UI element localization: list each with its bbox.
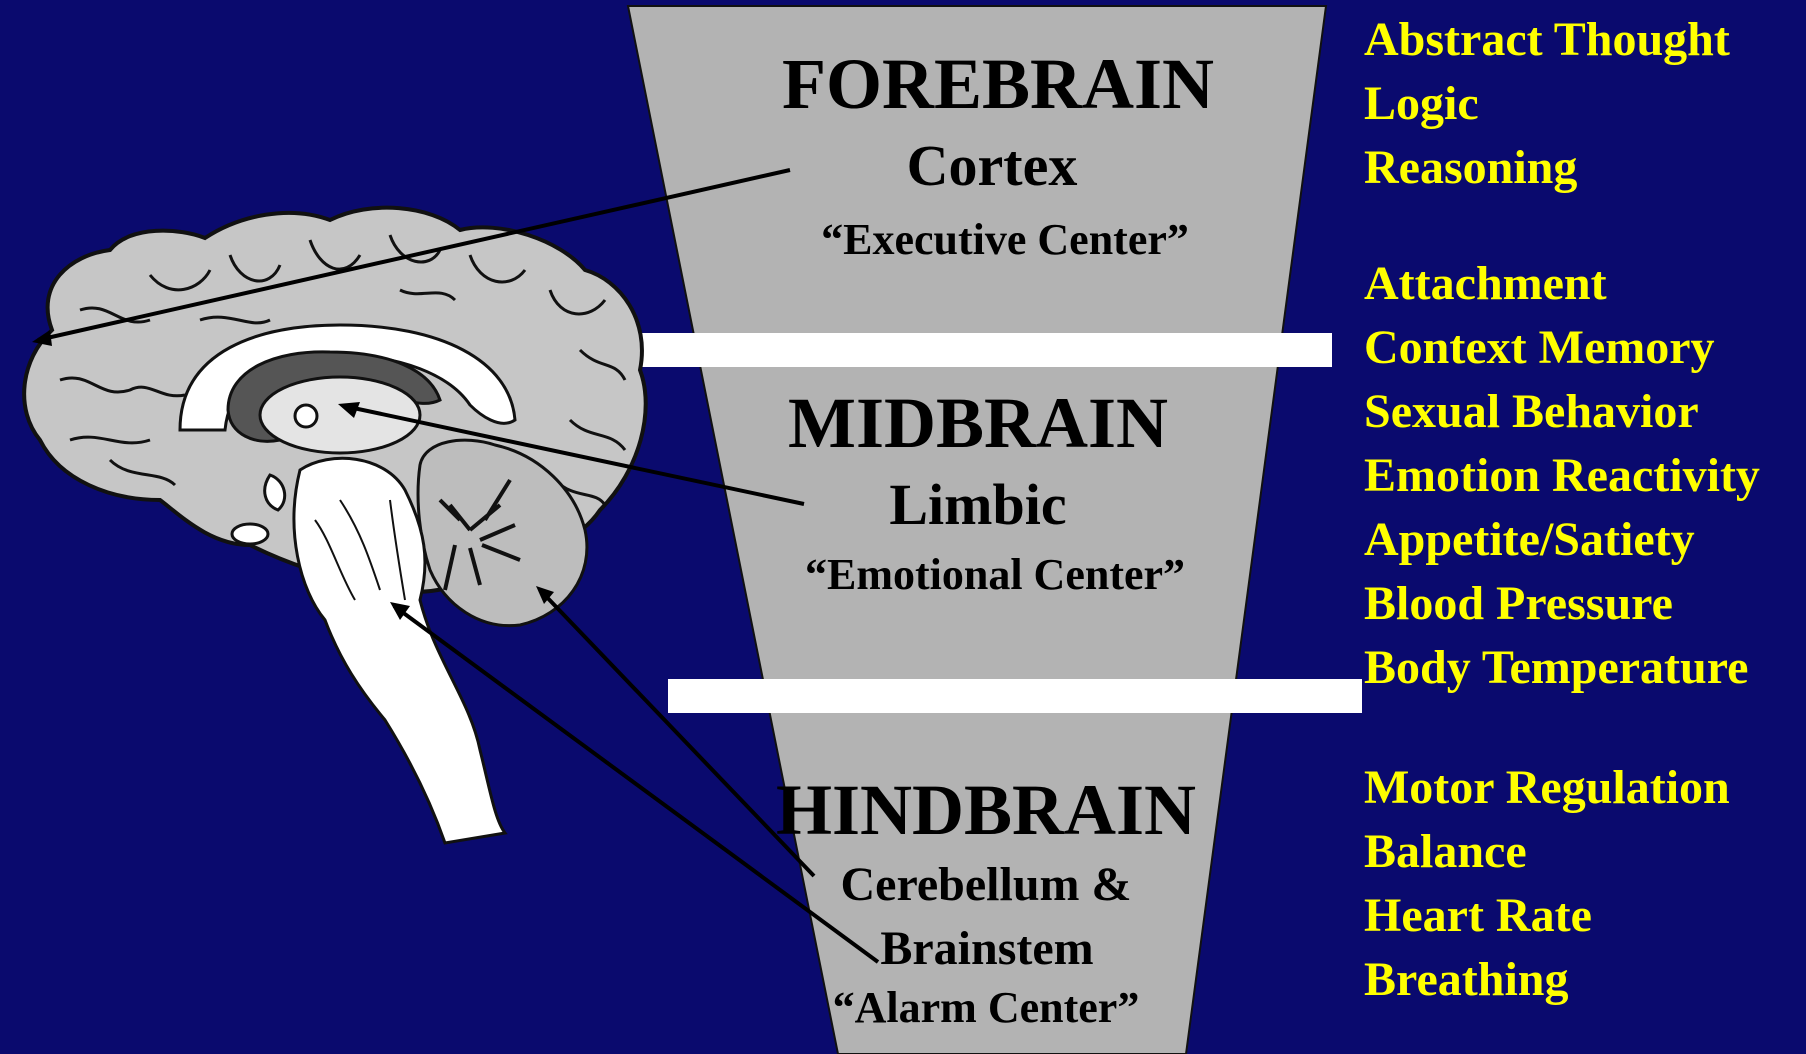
divider-midbrain-hindbrain	[668, 679, 1362, 713]
hindbrain-subtitle-line2: Brainstem	[880, 922, 1093, 975]
hindbrain-title: HINDBRAIN	[776, 770, 1196, 850]
forebrain-functions-list: Abstract Thought Logic Reasoning	[1364, 8, 1730, 200]
function-item: Sexual Behavior	[1364, 380, 1760, 444]
function-item: Appetite/Satiety	[1364, 508, 1760, 572]
function-item: Logic	[1364, 72, 1730, 136]
forebrain-title: FOREBRAIN	[782, 44, 1214, 124]
midbrain-title: MIDBRAIN	[788, 383, 1168, 463]
hindbrain-subtitle-line1: Cerebellum &	[840, 858, 1131, 911]
hindbrain-functions-list: Motor Regulation Balance Heart Rate Brea…	[1364, 756, 1730, 1012]
function-item: Balance	[1364, 820, 1730, 884]
midbrain-subtitle: Limbic	[889, 472, 1066, 537]
function-item: Reasoning	[1364, 136, 1730, 200]
function-item: Heart Rate	[1364, 884, 1730, 948]
forebrain-role: “Executive Center”	[821, 215, 1189, 264]
brain-sagittal-icon	[24, 208, 646, 843]
function-item: Body Temperature	[1364, 636, 1760, 700]
function-item: Motor Regulation	[1364, 756, 1730, 820]
divider-forebrain-midbrain	[640, 333, 1332, 367]
function-item: Abstract Thought	[1364, 8, 1730, 72]
function-item: Attachment	[1364, 252, 1760, 316]
function-item: Blood Pressure	[1364, 572, 1760, 636]
function-item: Breathing	[1364, 948, 1730, 1012]
function-item: Context Memory	[1364, 316, 1760, 380]
midbrain-role: “Emotional Center”	[805, 550, 1185, 599]
forebrain-subtitle: Cortex	[907, 133, 1078, 198]
midbrain-functions-list: Attachment Context Memory Sexual Behavio…	[1364, 252, 1760, 700]
thalamus	[260, 377, 420, 453]
function-item: Emotion Reactivity	[1364, 444, 1760, 508]
hindbrain-role: “Alarm Center”	[833, 983, 1140, 1032]
